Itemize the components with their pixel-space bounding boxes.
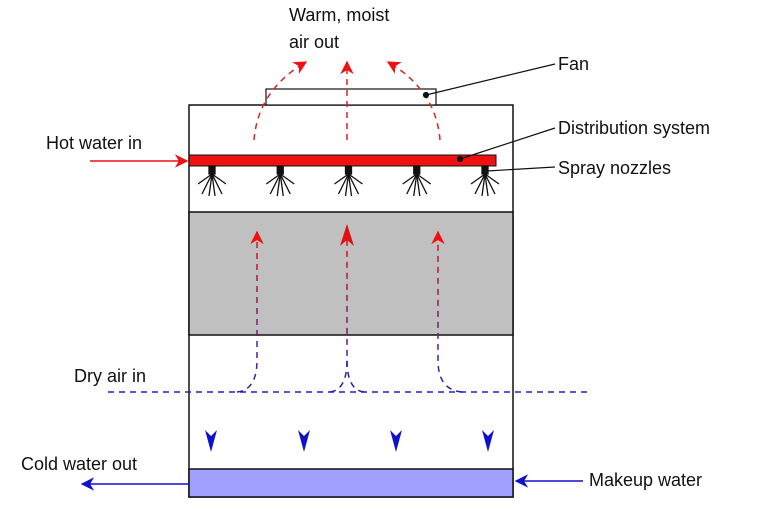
distribution-system-label: Distribution system — [558, 118, 710, 138]
distribution-leader — [459, 127, 556, 160]
leader-lines — [422, 63, 556, 172]
water-arrowhead-2 — [298, 430, 310, 452]
spray-nozzle — [265, 165, 295, 197]
fan-leader — [425, 63, 556, 96]
water-arrowhead-4 — [482, 430, 494, 452]
warm-air-label-line2: air out — [289, 32, 339, 52]
fan-label: Fan — [558, 54, 589, 74]
spray-nozzle — [197, 165, 227, 197]
cold-water-out-label: Cold water out — [21, 454, 137, 474]
water-arrowheads — [205, 430, 494, 452]
distribution-pipe — [188, 154, 497, 167]
makeup-water-label: Makeup water — [589, 470, 702, 490]
dry-air-in-label: Dry air in — [74, 366, 146, 386]
air-arrowhead-center — [340, 224, 354, 246]
nozzles-leader — [486, 166, 556, 172]
spray-nozzle — [334, 165, 363, 197]
spray-nozzle — [470, 165, 500, 197]
water-arrowhead-1 — [205, 430, 217, 452]
fill-media — [188, 211, 514, 336]
hot-water-in-label: Hot water in — [46, 133, 142, 153]
distribution-leader-dot — [456, 155, 464, 163]
spray-nozzles-label: Spray nozzles — [558, 158, 671, 178]
warm-air-label-line1: Warm, moist — [289, 5, 389, 25]
fan-leader-dot — [422, 91, 430, 99]
air-up-3 — [431, 230, 463, 393]
basin-water — [188, 468, 514, 498]
air-up-2b — [346, 359, 365, 393]
air-up-1 — [236, 230, 264, 393]
fan — [265, 88, 437, 106]
air-flow — [108, 230, 590, 393]
exhaust-arrow-left — [253, 61, 308, 141]
spray-nozzle — [402, 165, 432, 197]
air-up-2 — [329, 232, 348, 393]
spray-nozzles — [197, 165, 500, 197]
water-streams — [210, 227, 489, 448]
water-arrowhead-3 — [390, 430, 402, 452]
